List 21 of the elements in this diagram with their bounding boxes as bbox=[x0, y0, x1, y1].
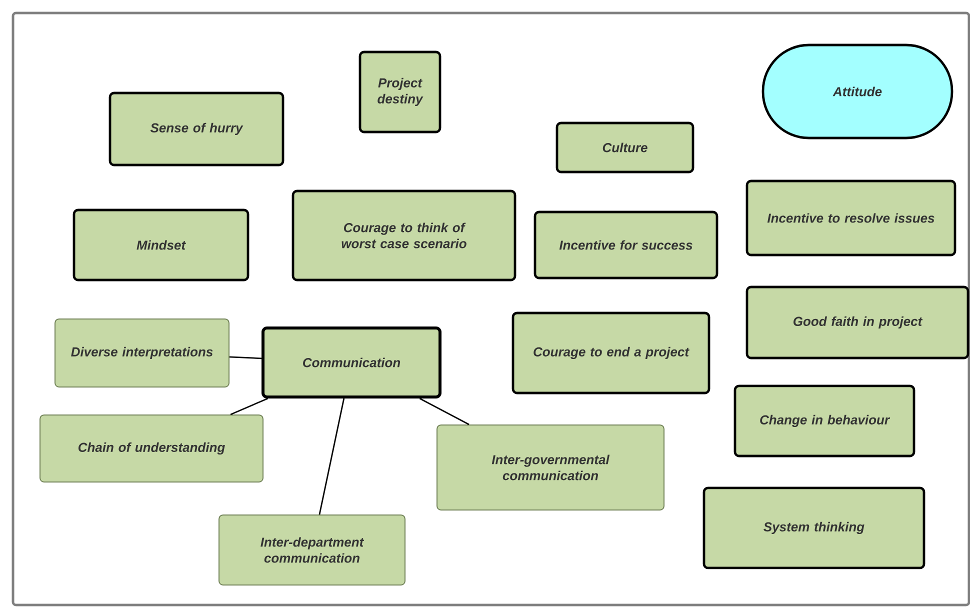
concept-box: Good faith in project bbox=[746, 286, 970, 360]
concept-box: Inter-department communication bbox=[218, 514, 406, 586]
connector-line bbox=[318, 398, 345, 515]
concept-box: Chain of understanding bbox=[40, 414, 264, 482]
concept-box: Diverse interpretations bbox=[54, 318, 230, 388]
concept-box: Sense of hurry bbox=[108, 92, 284, 166]
connector-line bbox=[230, 398, 268, 416]
concept-pill: Attitude bbox=[762, 44, 954, 140]
concept-box: Project destiny bbox=[358, 50, 442, 134]
concept-box: Culture bbox=[556, 122, 694, 174]
concept-box: Incentive to resolve issues bbox=[746, 180, 956, 256]
concept-box: Courage to think of worst case scenario bbox=[292, 190, 516, 282]
concept-box: Inter-governmental communication bbox=[436, 424, 664, 510]
concept-box: System thinking bbox=[702, 486, 926, 570]
concept-box: Change in behaviour bbox=[734, 384, 916, 458]
connector-line bbox=[419, 398, 470, 426]
concept-box: Mindset bbox=[72, 208, 250, 282]
connector-line bbox=[229, 356, 262, 360]
concept-box: Communication bbox=[262, 326, 442, 398]
concept-box: Incentive for success bbox=[534, 210, 718, 280]
concept-box: Courage to end a project bbox=[512, 312, 710, 394]
